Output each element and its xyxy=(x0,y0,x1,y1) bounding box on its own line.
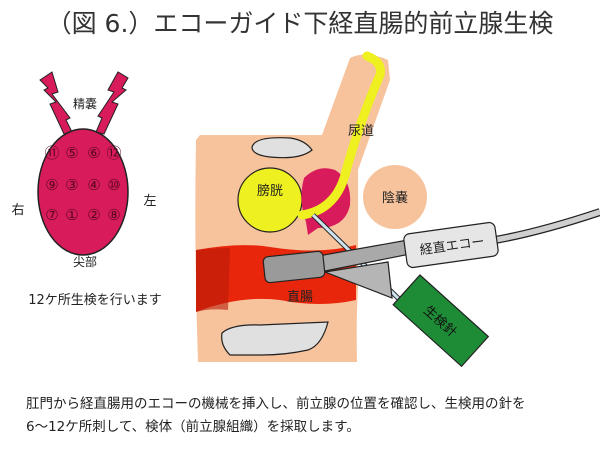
rectum-shade xyxy=(196,248,230,312)
biopsy-site-8: ⑦ xyxy=(45,206,58,224)
biopsy-site-11: ⑧ xyxy=(107,206,120,224)
description-line-2: 6〜12ケ所刺して、検体（前立腺組織）を採取します。 xyxy=(26,419,360,435)
prostate-oval xyxy=(37,128,129,256)
seminal-vesicle-label: 精嚢 xyxy=(73,96,97,111)
page-title: （図 6.）エコーガイド下経直腸的前立腺生検 xyxy=(46,9,554,38)
biopsy-site-9: ① xyxy=(65,206,78,224)
needle-guide xyxy=(322,261,393,299)
bladder-label: 膀胱 xyxy=(257,183,283,199)
probe-tip xyxy=(262,250,326,284)
biopsy-site-7: ⑩ xyxy=(107,176,120,194)
left-label: 左 xyxy=(143,194,156,209)
urethra xyxy=(297,51,385,220)
map-caption: 12ケ所生検を行います xyxy=(28,293,162,308)
scrotum xyxy=(363,165,427,229)
seminal-vesicle-right xyxy=(95,71,129,135)
description: 肛門から経直腸用のエコーの機械を挿入し、前立腺の位置を確認し、生検用の針を 6〜… xyxy=(26,393,526,439)
right-label: 右 xyxy=(11,203,24,218)
apex-label: 尖部 xyxy=(73,254,97,269)
needle-box xyxy=(392,274,490,368)
cross-section: 陰嚢 直腸 膀胱 尿道 経直エコー 生検針 xyxy=(195,51,600,368)
biopsy-site-5: ③ xyxy=(65,176,78,194)
rectum-label: 直腸 xyxy=(287,290,313,305)
biopsy-site-1: ⑤ xyxy=(65,144,78,162)
bladder xyxy=(237,167,303,233)
scrotum-label: 陰嚢 xyxy=(382,190,408,206)
biopsy-site-4: ⑨ xyxy=(45,176,58,194)
coccyx-bone xyxy=(221,321,329,356)
biopsy-site-10: ② xyxy=(87,206,100,224)
probe-handle xyxy=(403,221,499,269)
needle-device: 生検針 xyxy=(392,274,490,368)
probe-cable-inner xyxy=(494,209,600,243)
seminal-vesicle-left xyxy=(39,71,73,135)
biopsy-site-2: ⑥ xyxy=(87,144,100,162)
urethra-label: 尿道 xyxy=(348,124,374,139)
pubic-bone xyxy=(251,137,313,159)
biopsy-site-3: ⑫ xyxy=(106,144,121,162)
description-line-1: 肛門から経直腸用のエコーの機械を挿入し、前立腺の位置を確認し、生検用の針を xyxy=(26,396,526,412)
biopsy-site-0: ⑪ xyxy=(44,144,59,162)
biopsy-site-6: ④ xyxy=(87,176,100,194)
